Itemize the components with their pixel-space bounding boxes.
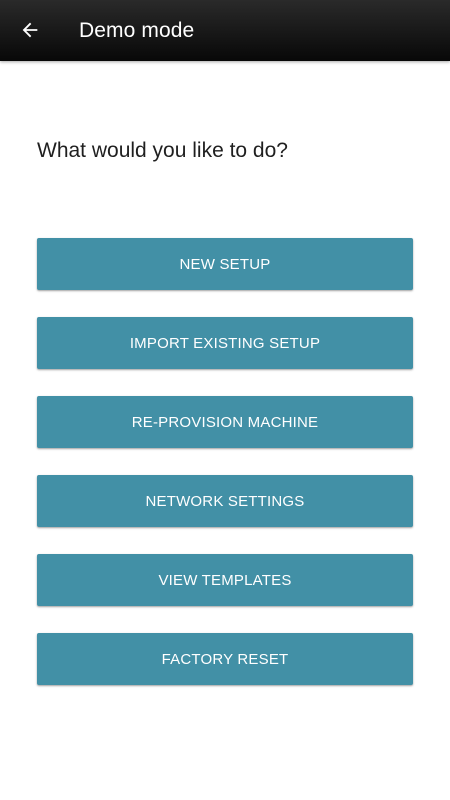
page-title: Demo mode [79,19,195,42]
import-existing-setup-button[interactable]: IMPORT EXISTING SETUP [37,317,413,369]
new-setup-button[interactable]: NEW SETUP [37,238,413,290]
app-bar: Demo mode [0,0,450,61]
arrow-left-icon [22,22,38,38]
factory-reset-button[interactable]: FACTORY RESET [37,633,413,685]
action-list: NEW SETUP IMPORT EXISTING SETUP RE-PROVI… [37,238,413,712]
back-button[interactable] [10,10,50,50]
view-templates-button[interactable]: VIEW TEMPLATES [37,554,413,606]
re-provision-machine-button[interactable]: RE-PROVISION MACHINE [37,396,413,448]
network-settings-button[interactable]: NETWORK SETTINGS [37,475,413,527]
prompt-text: What would you like to do? [37,139,288,162]
